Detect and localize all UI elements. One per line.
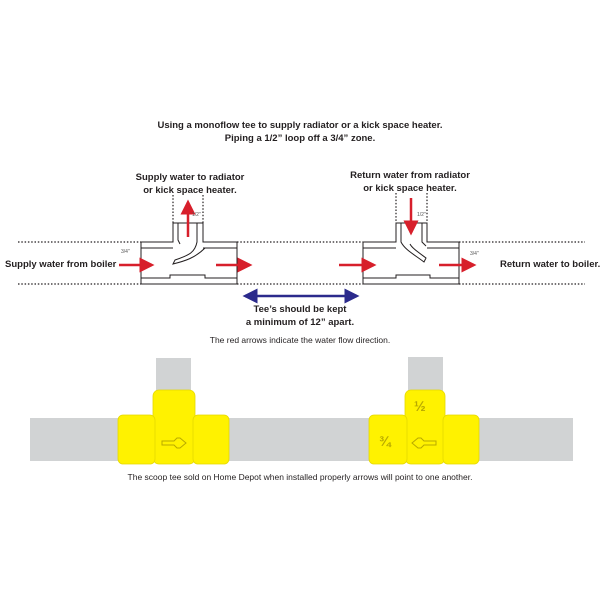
supply-branch-label: Supply water to radiator or kick space h…	[110, 172, 270, 197]
inlet-label: Supply water from boiler	[5, 259, 117, 270]
scoop-branch-size: ½	[414, 398, 426, 414]
scoop-tee-caption: The scoop tee sold on Home Depot when in…	[127, 472, 473, 482]
supply-monoflow-tee	[140, 222, 238, 285]
scoop-arrow-left-icon	[411, 437, 437, 449]
return-branch-label-line-2: or kick space heater.	[363, 182, 457, 194]
supply-branch-label-line-2: or kick space heater.	[143, 184, 237, 196]
spacing-note-line-1: Tee’s should be kept	[253, 304, 347, 315]
arrow-direction-note: The red arrows indicate the water flow d…	[209, 335, 391, 345]
supply-main-size: 3/4"	[121, 249, 130, 255]
spacing-note-line-2: a minimum of 12” apart.	[245, 316, 355, 328]
scoop-tee-illustration	[30, 357, 573, 465]
title-line-2: Piping a 1/2” loop off a 3/4” zone.	[224, 132, 376, 144]
supply-branch-label-line-1: Supply water to radiator	[135, 172, 245, 183]
flow-arrows	[119, 198, 477, 273]
return-main-size: 3/4"	[470, 251, 479, 257]
main-pipe-outline	[18, 193, 585, 285]
outlet-label: Return water to boiler.	[500, 259, 600, 270]
return-monoflow-tee	[362, 222, 460, 285]
spacing-note: Tee’s should be kept a minimum of 12” ap…	[200, 304, 400, 329]
supply-branch-size: 1/2"	[192, 212, 201, 218]
diagram-title: Using a monoflow tee to supply radiator …	[0, 120, 600, 145]
return-branch-label-line-1: Return water from radiator	[350, 170, 470, 181]
title-line-1: Using a monoflow tee to supply radiator …	[157, 120, 443, 131]
return-branch-size: 1/2"	[417, 212, 426, 218]
scoop-main-size: ¾	[379, 433, 391, 449]
return-branch-label: Return water from radiator or kick space…	[330, 170, 490, 195]
scoop-arrow-right-icon	[161, 437, 187, 449]
